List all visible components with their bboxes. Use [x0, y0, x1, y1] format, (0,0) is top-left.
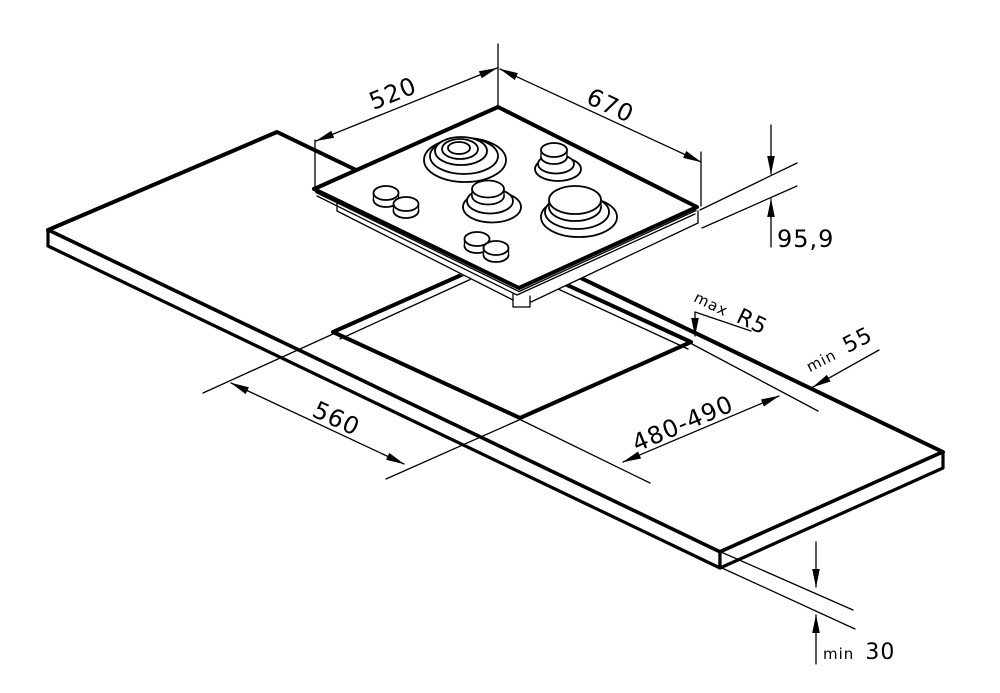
knob: [372, 185, 400, 208]
worktop-cutout: [331, 254, 693, 420]
label-bottom-clearance-value: 30: [865, 640, 895, 665]
burner-large: [540, 185, 618, 238]
burner-cap: [447, 141, 471, 155]
dimension-line-560: [230, 382, 405, 465]
label-hob-edge-left: 520: [365, 71, 421, 115]
knob: [482, 240, 510, 263]
label-rear-clearance: min 55: [801, 323, 877, 378]
extension-line-min30-top: [720, 551, 854, 611]
dimension-line-min55: [812, 349, 880, 388]
label-hob-height: 95,9: [777, 225, 834, 253]
burner-cap-top: [471, 179, 505, 199]
worktop-right-face: [718, 450, 945, 570]
knob-top: [482, 240, 510, 256]
hob-tray-left: [336, 198, 514, 301]
label-hob-edge-right: 670: [582, 83, 638, 129]
extension-line-height-top: [699, 162, 798, 211]
knob-top: [392, 196, 420, 212]
knob-top: [372, 185, 400, 201]
extension-line-480-right: [691, 343, 819, 412]
leader-line-max-r5: [691, 311, 752, 337]
hob: [312, 105, 699, 308]
burner-small: [534, 142, 582, 182]
label-bottom-clearance: min 30: [823, 640, 895, 665]
label-corner-radius: max R5: [690, 284, 771, 341]
label-corner-radius-prefix: max: [691, 288, 731, 320]
hob-corner-tab: [512, 293, 531, 308]
burner-cap-top: [548, 185, 602, 215]
label-corner-radius-value: R5: [732, 304, 771, 340]
extension-line-min30-bottom: [721, 567, 856, 630]
control-knobs: [372, 185, 510, 263]
dimension-lines: [202, 43, 880, 665]
label-bottom-clearance-prefix: min: [823, 645, 854, 663]
hob-lip-edge-1: [315, 191, 697, 293]
dimension-line-520: [315, 67, 498, 142]
extension-line-480-left: [520, 419, 651, 484]
extension-line-height-bottom: [701, 185, 798, 229]
knob-top: [463, 231, 491, 247]
dimension-line-480-490: [622, 395, 780, 463]
burner-medium: [462, 179, 522, 224]
label-rear-clearance-value: 55: [839, 323, 877, 359]
burner-cap-top: [540, 142, 568, 158]
dimension-line-670: [499, 68, 702, 163]
hob-tray-right: [530, 210, 699, 303]
hob-lip-edge-2: [316, 195, 696, 296]
knob: [392, 196, 420, 219]
label-rear-clearance-prefix: min: [803, 346, 839, 376]
label-cutout-edge-left: 560: [308, 396, 364, 442]
burner-large-wok: [423, 136, 507, 183]
extension-line-560-left: [202, 333, 334, 394]
knob: [463, 231, 491, 254]
extension-line-560-right: [385, 419, 520, 480]
